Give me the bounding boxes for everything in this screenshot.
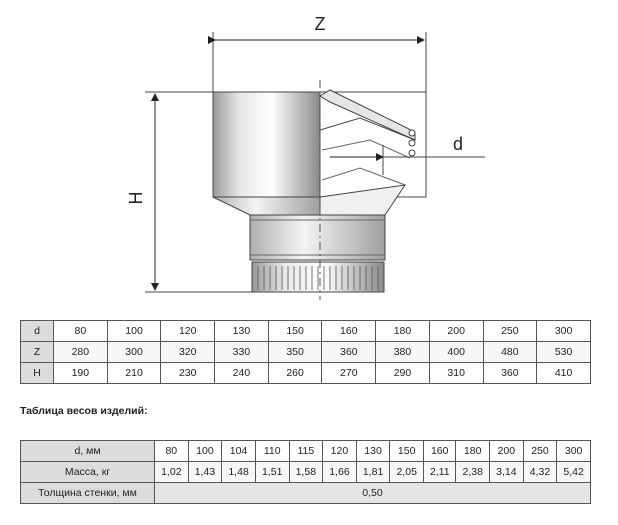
- table-cell: 1,43: [187, 461, 223, 483]
- table-cell: 230: [160, 362, 216, 384]
- table-cell: 2,38: [455, 461, 491, 483]
- table-cell: 120: [322, 440, 357, 462]
- table-cell: 480: [482, 341, 538, 363]
- table-cell: 110: [254, 440, 290, 462]
- d-label: d: [453, 134, 463, 154]
- row-label: H: [20, 362, 54, 384]
- wall-label: Толщина стенки, мм: [20, 482, 155, 504]
- table-cell: 1,58: [288, 461, 324, 483]
- table-cell: 3,14: [489, 461, 524, 483]
- table-cell: 300: [536, 320, 591, 342]
- table-cell: 320: [160, 341, 216, 363]
- table-cell: 280: [53, 341, 108, 363]
- table-cell: 200: [489, 440, 524, 462]
- table-cell: 380: [375, 341, 430, 363]
- weights-title: Таблица весов изделий:: [20, 405, 148, 417]
- table-cell: 2,05: [389, 461, 424, 483]
- transition-cone: [212, 196, 321, 216]
- table-cell: 260: [267, 362, 323, 384]
- table-cell: 210: [106, 362, 162, 384]
- table-cell: 150: [267, 320, 323, 342]
- deflector-housing: [319, 91, 427, 198]
- table-cell: 1,48: [221, 461, 256, 483]
- table-cell: 4,32: [522, 461, 558, 483]
- table-cell: 120: [160, 320, 216, 342]
- weights-wall-row: Толщина стенки, мм 0,50: [20, 482, 591, 504]
- table-cell: 115: [288, 440, 324, 462]
- table-cell: 530: [536, 341, 591, 363]
- technical-drawing: Z H d: [126, 14, 485, 300]
- table-cell: 130: [214, 320, 269, 342]
- table-cell: 180: [455, 440, 491, 462]
- table-cell: 1,66: [322, 461, 357, 483]
- middle-pipe: [249, 214, 386, 261]
- table-cell: 300: [106, 341, 162, 363]
- deflector-cap: [319, 89, 416, 141]
- table-cell: 104: [221, 440, 256, 462]
- table-cell: 240: [214, 362, 269, 384]
- table-cell: 200: [428, 320, 484, 342]
- h-label: H: [126, 192, 146, 205]
- table-cell: 1,51: [254, 461, 290, 483]
- table-cell: 330: [214, 341, 269, 363]
- table-cell: 310: [428, 362, 484, 384]
- table-cell: 150: [389, 440, 424, 462]
- row-label: Z: [20, 341, 54, 363]
- table-cell: 2,11: [422, 461, 457, 483]
- table-cell: 350: [267, 341, 323, 363]
- table-cell: 300: [556, 440, 591, 462]
- table-cell: 100: [187, 440, 223, 462]
- row-label: d: [20, 320, 54, 342]
- table-cell: 100: [106, 320, 162, 342]
- table-cell: 160: [321, 320, 377, 342]
- z-label: Z: [315, 14, 326, 34]
- table-cell: 5,42: [556, 461, 591, 483]
- table-cell: 1,02: [154, 461, 189, 483]
- table-cell: 410: [536, 362, 591, 384]
- table-cell: 80: [154, 440, 189, 462]
- table-cell: 400: [428, 341, 484, 363]
- table-cell: 250: [522, 440, 558, 462]
- table-cell: 290: [375, 362, 430, 384]
- wall-value: 0,50: [154, 482, 591, 504]
- table-cell: 180: [375, 320, 430, 342]
- table-cell: 360: [482, 362, 538, 384]
- table-cell: 250: [482, 320, 538, 342]
- table-cell: 360: [321, 341, 377, 363]
- table-cell: 1,81: [355, 461, 391, 483]
- table-cell: 270: [321, 362, 377, 384]
- row-label: d, мм: [20, 440, 155, 462]
- table-cell: 160: [422, 440, 457, 462]
- row-label: Масса, кг: [20, 461, 155, 483]
- table-cell: 130: [355, 440, 391, 462]
- upper-cylinder: [212, 91, 321, 198]
- table-cell: 190: [53, 362, 108, 384]
- table-cell: 80: [53, 320, 108, 342]
